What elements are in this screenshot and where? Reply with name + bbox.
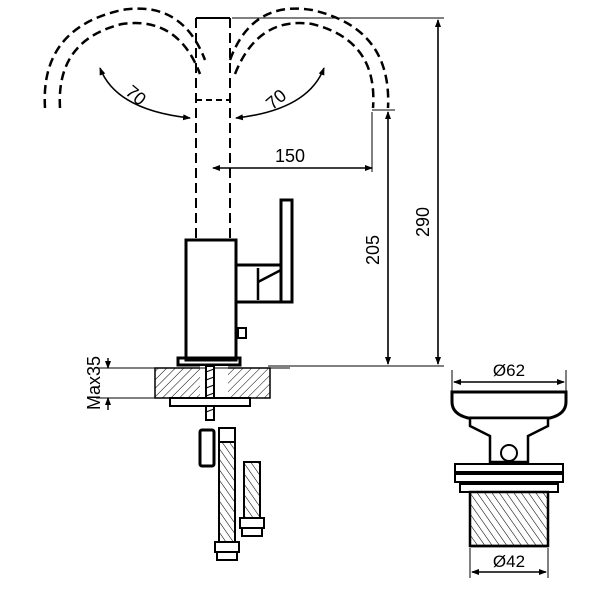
popup-knob (237, 327, 247, 339)
deck-section (150, 366, 290, 400)
spout-column (195, 17, 231, 240)
swing-right-label: 70 (262, 85, 290, 113)
overall-height-label: 290 (413, 207, 433, 237)
swing-arrow-left (99, 67, 191, 121)
lever-handle (234, 198, 294, 304)
popup-waste-drawing: Ø62 Ø42 (450, 361, 568, 578)
fixing-nut (198, 428, 216, 468)
faucet-drawing: 70 70 150 205 290 Max35 (43, 7, 444, 561)
faucet-body (184, 238, 238, 362)
max-deck-thickness-label: Max35 (84, 356, 104, 410)
spout-swing-right (228, 7, 390, 109)
spout-height-label: 205 (363, 235, 383, 265)
overflow-hole (500, 444, 518, 462)
shank (169, 365, 251, 421)
swing-arrow-right (235, 67, 325, 121)
waste-cap (450, 390, 568, 420)
waste-top-diameter-label: Ø62 (493, 361, 525, 380)
reach-label: 150 (275, 146, 305, 166)
waste-flange-1 (454, 463, 564, 473)
swing-left-label: 70 (122, 81, 150, 109)
waste-flange-2 (454, 473, 564, 483)
flexible-hose-left (214, 427, 240, 561)
waste-threaded-body (468, 490, 550, 548)
waste-neck (468, 416, 550, 464)
spout-swing-left (43, 7, 207, 109)
waste-thread-diameter-label: Ø42 (493, 552, 525, 571)
flexible-hose-right (239, 461, 265, 537)
